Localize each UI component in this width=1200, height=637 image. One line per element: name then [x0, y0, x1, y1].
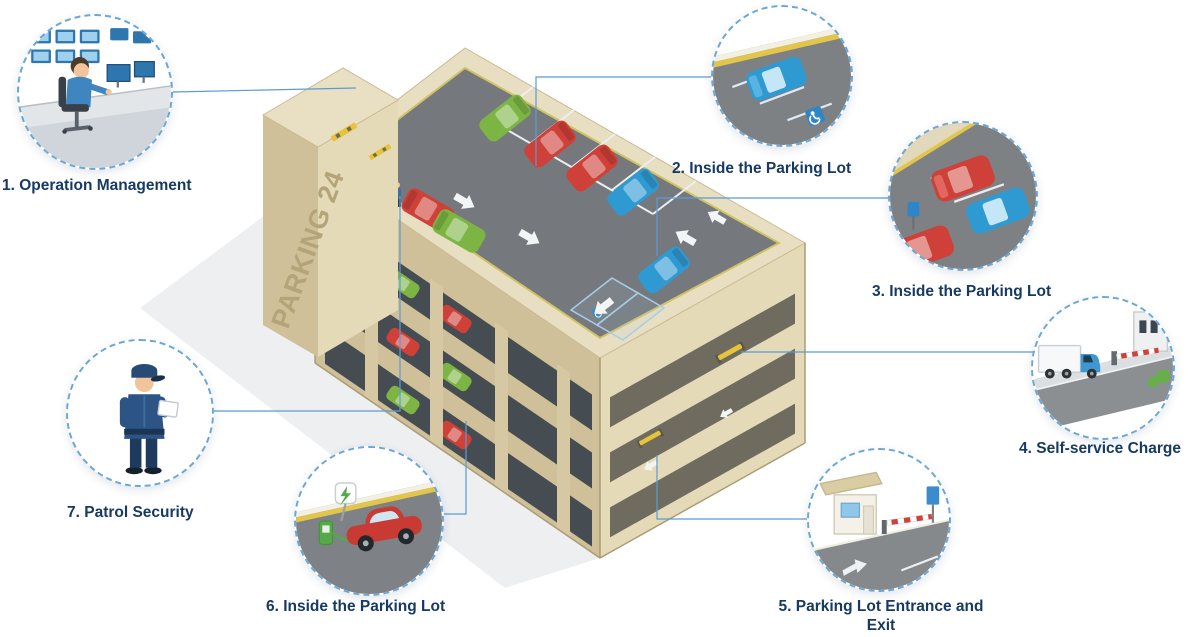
- operation-management-scene: [19, 28, 171, 168]
- callout-label-operation-management: 1. Operation Management: [2, 177, 192, 194]
- callout-circle-operation-management: [17, 14, 173, 170]
- accessible-marking-icon: [805, 106, 825, 126]
- car-icon: [746, 56, 807, 101]
- ev-sign-icon: [334, 482, 357, 522]
- road-arrow-icon: [842, 559, 867, 576]
- car-icon: [346, 506, 422, 552]
- callout-label-patrol-security: 7. Patrol Security: [67, 504, 194, 521]
- entrance-exit-scene: [809, 450, 949, 590]
- callout-label-inside-parking-6: 6. Inside the Parking Lot: [266, 598, 446, 615]
- bush-icon: [1147, 369, 1171, 388]
- building-right-wall: [600, 243, 805, 558]
- parking-sign-icon: [907, 201, 920, 230]
- monitor-wall-icon: [31, 28, 152, 64]
- callout-label-self-service-charge: 4. Self-service Charge: [1019, 440, 1181, 457]
- patrol-security-scene: [68, 341, 212, 485]
- parking-spot-scene: [713, 7, 851, 145]
- floor-gate-icon: [714, 341, 746, 364]
- self-service-charge-scene: [1033, 298, 1173, 438]
- car-icon: [966, 187, 1030, 234]
- callout-label-inside-parking-2: 2. Inside the Parking Lot: [672, 160, 852, 177]
- security-guard: [119, 364, 179, 475]
- operator-person: [58, 57, 112, 134]
- callout-circle-entrance-exit: [807, 448, 951, 592]
- connector-lines: [172, 76, 1036, 520]
- sign-tower: PARKING 24: [262, 67, 399, 357]
- floor-gate-icon: [636, 428, 664, 449]
- building-shadow: [140, 178, 600, 588]
- guard-booth: [819, 471, 883, 535]
- entrance-light-icon: [368, 144, 392, 160]
- callout-circle-inside-parking-2: [711, 5, 853, 147]
- callout-circle-inside-parking-3: [888, 121, 1038, 271]
- desk-monitor-icon: [106, 60, 155, 88]
- parking-sign-icon: [926, 486, 940, 523]
- entrance-light-icon: [330, 122, 358, 142]
- parking-cars-scene: [890, 123, 1036, 269]
- ev-charging-scene: [296, 448, 442, 594]
- callout-circle-patrol-security: [66, 339, 214, 487]
- truck-icon: [1037, 344, 1101, 379]
- callout-circle-inside-parking-6: [294, 446, 444, 596]
- barrier-gate-icon: [881, 513, 933, 534]
- callout-circle-self-service-charge: [1031, 296, 1175, 440]
- barrier-gate-icon: [1111, 347, 1160, 366]
- callout-label-entrance-exit: 5. Parking Lot Entrance and Exit: [778, 598, 984, 635]
- callout-label-inside-parking-3: 3. Inside the Parking Lot: [872, 283, 1052, 300]
- car-icon: [931, 155, 995, 202]
